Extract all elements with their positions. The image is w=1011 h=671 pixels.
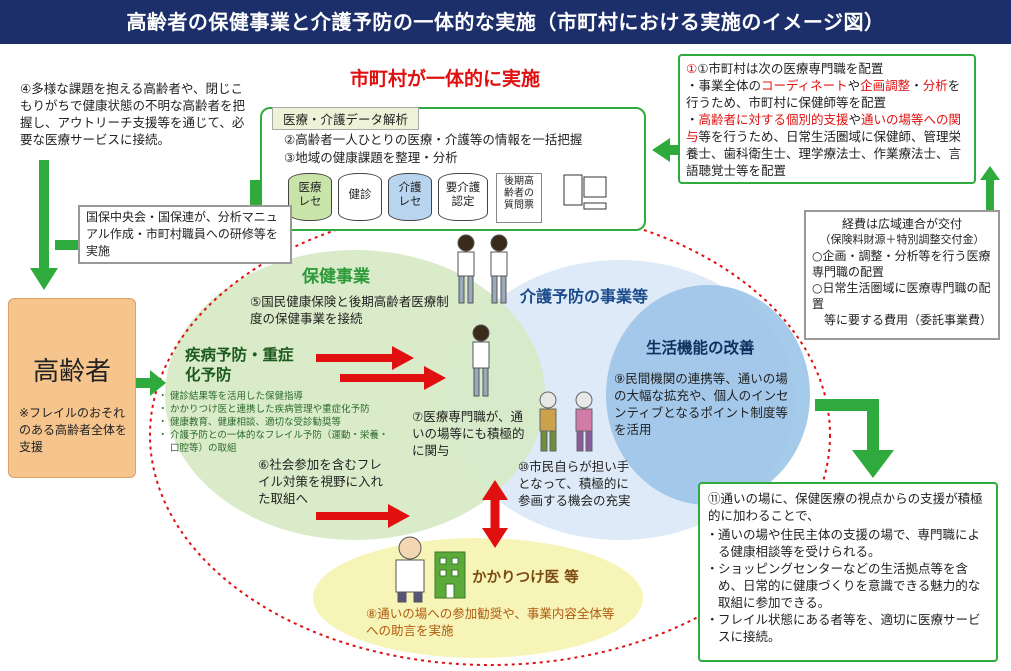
elderly-label: 高齢者 [32, 357, 111, 387]
funding-line-2: （保険料財源＋特別調整交付金） [819, 233, 985, 246]
health-note-5: ⑤国民健康保険と後期高齢者医療制度の保健事業を接続 [250, 294, 449, 326]
funding-line-5: 等に要する費用（委託事業費） [824, 313, 993, 327]
db-checkup: 健診 [338, 173, 382, 221]
staff-line-3b: 高齢者に対する個別的支援 [698, 112, 849, 127]
staff-line-3d: 通いの場等への関与 [686, 112, 962, 144]
staff-line-2a: ・事業全体の [686, 78, 762, 93]
center-heading: 市町村が一体的に実施 [350, 68, 541, 90]
outcome-item: ショッピングセンターなどの生活拠点等を含め、日常的に健康づくりを意識できる魅力的… [706, 560, 988, 611]
funding-line-1: 経費は広域連合が交付 [841, 217, 962, 231]
staff-line-3a: ・ [686, 112, 699, 127]
data-analysis-box: 医療・介護データ解析 ②高齢者一人ひとりの医療・介護等の情報を一括把握 ③地域の… [260, 107, 646, 231]
doctor-area [313, 538, 643, 658]
staff-line-1-text: ①市町村は次の医療専門職を配置 [697, 61, 884, 76]
staff-line-2g: を行うため、市町村に保健師等を配置 [686, 78, 961, 110]
doctor-title: かかりつけ医 等 [472, 570, 579, 586]
staff-line-1: ①①市町村は次の医療専門職を配置 [686, 61, 884, 76]
health-title: 保健事業 [302, 267, 370, 287]
outcome-box: ⑪通いの場に、保健医療の視点からの支援が積極的に加わることで、 通いの場や住民主… [698, 482, 998, 662]
db-care-cert: 要介護 認定 [438, 173, 488, 221]
municipal-boundary [149, 204, 831, 666]
note-outreach: ④多様な課題を抱える高齢者や、閉じこもりがちで健康状態の不明な高齢者を把握し、ア… [20, 81, 246, 147]
life-function-area [606, 285, 810, 505]
care-note-10: ⑩市民自らが担い手となって、積極的に参画する機会の充実 [518, 459, 631, 508]
funding-box: 経費は広域連合が交付 （保険料財源＋特別調整交付金） ○企画・調整・分析等を行う… [804, 210, 1000, 340]
db-care-cert-label: 要介護 認定 [445, 180, 481, 208]
staff-line-2d: 企画調整 [860, 78, 911, 93]
db-care-receipt-label: 介護 レセ [398, 180, 422, 208]
disease-prevention-title: 疾病予防・重症化予防 [185, 346, 294, 384]
elderly-note: ※フレイルのおそれのある高齢者全体を支援 [19, 406, 128, 454]
staff-line-2e: ・ [910, 78, 923, 93]
disease-prevention-list: 健診結果等を活用した保健指導 かかりつけ医と連携した疾病管理や重症化予防 健康教… [158, 390, 390, 455]
doctor-figure [395, 536, 425, 603]
db-medical-receipt-label: 医療 レセ [298, 180, 322, 208]
staff-allocation-box: ①①市町村は次の医療専門職を配置 ・事業全体のコーディネートや企画調整・分析を行… [678, 54, 976, 184]
page-title: 高齢者の保健事業と介護予防の一体的な実施（市町村における実施のイメージ図） [0, 0, 1011, 44]
health-note-6: ⑥社会参加を含むフレイル対策を視野に入れた取組へ [258, 457, 384, 506]
funding-line-3: ○企画・調整・分析等を行う医療専門職の配置 [812, 249, 991, 279]
data-line-3: ③地域の健康課題を整理・分析 [284, 150, 458, 165]
questionnaire-doc: 後期高 齢者の 質問票 [496, 173, 542, 223]
staff-line-2c: や [847, 78, 861, 93]
funding-line-4: ○日常生活圏域に医療専門職の配置 [812, 281, 991, 311]
doctor-note-8: ⑧通いの場への参加勧奨や、事業内容全体等への助言を実施 [366, 606, 615, 638]
staff-figures [457, 234, 508, 397]
staff-line-2b: コーディネート [761, 78, 848, 93]
outcome-item: フレイル状態にある者等を、適切に医療サービスに接続。 [706, 611, 988, 645]
staff-line-3e: 等を行うため、日常生活圏域に保健師、管理栄養士、歯科衛生士、理学療法士、作業療法… [686, 129, 962, 178]
staff-line-3: ・高齢者に対する個別的支援や通いの場等への関与等を行うため、日常生活圏域に保健師… [686, 111, 968, 179]
staff-line-2f: 分析 [922, 78, 948, 93]
db-medical-receipt: 医療 レセ [288, 173, 332, 221]
elderly-box: 高齢者 ※フレイルのおそれのある高齢者全体を支援 [8, 298, 136, 478]
db-checkup-label: 健診 [348, 187, 372, 201]
db-care-receipt: 介護 レセ [388, 173, 432, 221]
outcome-item: 通いの場や住民主体の支援の場で、専門職による健康相談等を受けられる。 [706, 526, 988, 560]
staff-line-2: ・事業全体のコーディネートや企画調整・分析を行うため、市町村に保健師等を配置 [686, 77, 968, 111]
elderly-figures [539, 391, 593, 452]
life-function-title: 生活機能の改善 [646, 339, 755, 357]
care-title: 介護予防の事業等 [520, 287, 649, 306]
disease-item: 健診結果等を活用した保健指導 [158, 390, 390, 403]
outcome-list: 通いの場や住民主体の支援の場で、専門職による健康相談等を受けられる。 ショッピン… [706, 526, 988, 645]
computer-icon [563, 174, 607, 210]
national-support-note: 国保中央会・国保連が、分析マニュアル作成・市町村職員への研修等を実施 [78, 205, 292, 264]
data-line-2: ②高齢者一人ひとりの医療・介護等の情報を一括把握 [284, 132, 583, 147]
arrow-care-to-result [815, 399, 879, 452]
outcome-intro: ⑪通いの場に、保健医療の視点からの支援が積極的に加わることで、 [708, 491, 983, 523]
staff-line-3c: や [848, 112, 862, 127]
disease-item: 介護予防との一体的なフレイル予防（運動・栄養・口腔等）の取組 [158, 429, 390, 455]
disease-item: 健康教育、健康相談、適切な受診勧奨等 [158, 416, 390, 429]
data-analysis-tab: 医療・介護データ解析 [272, 107, 420, 130]
hospital-building [434, 551, 466, 599]
care-note-9: ⑨民間機関の連携等、通いの場の大幅な拡充や、個人のインセンティブとなるポイント制… [614, 371, 789, 437]
disease-item: かかりつけ医と連携した疾病管理や重症化予防 [158, 403, 390, 416]
care-note-7: ⑦医療専門職が、通いの場等にも積極的に関与 [412, 409, 525, 458]
